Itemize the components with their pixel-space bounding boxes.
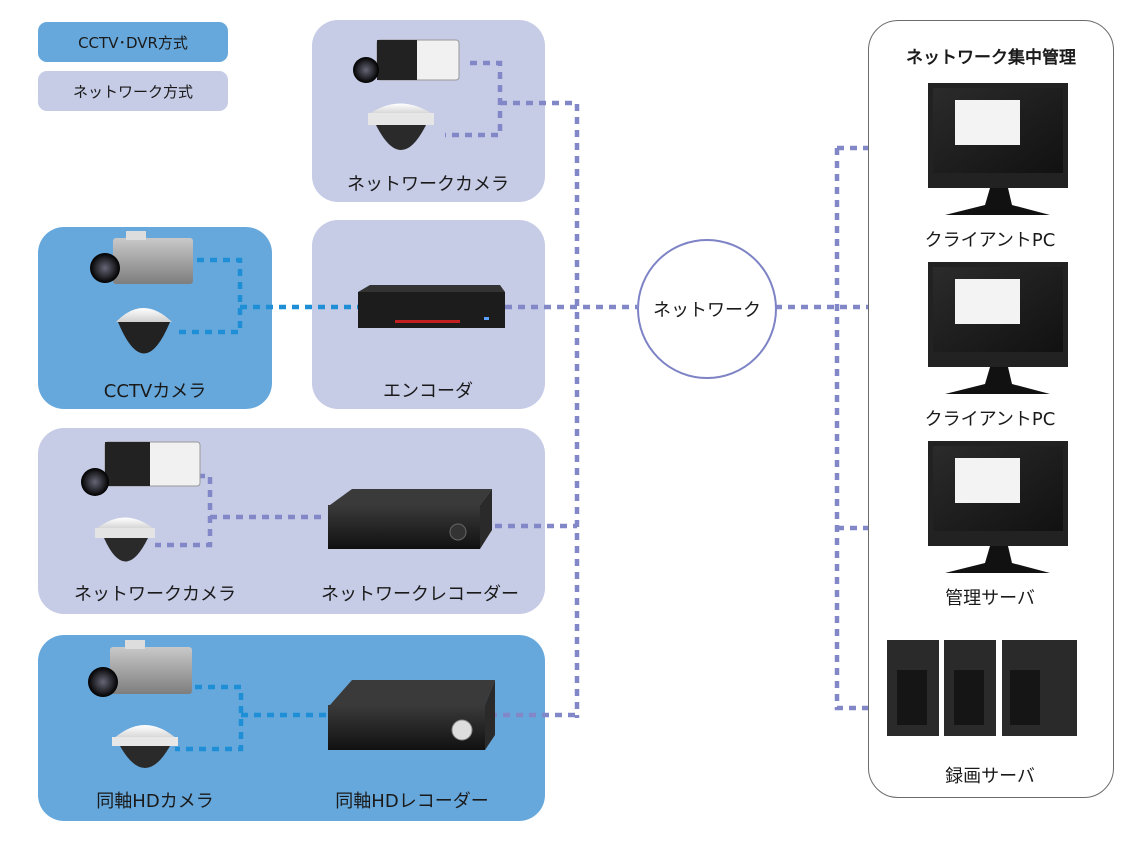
monitor-icon	[928, 262, 1068, 394]
legend-cctv-dvr: CCTV･DVR方式	[38, 22, 228, 62]
label-coax-hd-recorder: 同軸HDレコーダー	[335, 791, 489, 812]
legend-network-label: ネットワーク方式	[72, 82, 193, 101]
legend-network: ネットワーク方式	[38, 71, 228, 111]
network-dome-camera-icon	[368, 103, 434, 150]
label-recording-server: 録画サーバ	[945, 766, 1035, 787]
wire	[445, 60, 503, 138]
label-encoder: エンコーダ	[383, 381, 473, 402]
cctv-box-camera-icon	[90, 231, 193, 284]
monitor-icon	[928, 441, 1068, 573]
label-network-camera-top: ネットワークカメラ	[347, 174, 509, 195]
encoder-device-icon	[358, 285, 505, 328]
label-cctv-camera: CCTVカメラ	[103, 381, 207, 402]
wire	[834, 145, 868, 711]
wire	[175, 257, 243, 335]
label-client-pc-1: クライアントPC	[924, 230, 1056, 251]
wire	[175, 684, 244, 752]
network-box-camera-icon	[81, 441, 201, 496]
network-recorder-device-icon	[328, 489, 492, 549]
network-box-camera-icon	[353, 39, 460, 83]
label-management-server: 管理サーバ	[945, 588, 1035, 609]
label-network-recorder: ネットワークレコーダー	[321, 584, 519, 605]
cctv-dome-camera-icon	[116, 308, 172, 354]
network-dome-camera-icon	[95, 517, 155, 562]
legend-cctv-dvr-label: CCTV･DVR方式	[78, 33, 188, 52]
label-coax-hd-camera: 同軸HDカメラ	[96, 791, 214, 812]
coax-dome-camera-icon	[112, 725, 178, 768]
label-client-pc-2: クライアントPC	[924, 409, 1056, 430]
coax-box-camera-icon	[88, 640, 192, 697]
label-network-camera-mid: ネットワークカメラ	[74, 584, 236, 605]
panel-title: ネットワーク集中管理	[906, 48, 1076, 68]
network-label: ネットワーク	[653, 300, 761, 321]
coax-hd-recorder-device-icon	[328, 680, 495, 750]
network-node: ネットワーク	[637, 239, 777, 379]
monitor-icon	[928, 83, 1068, 215]
wire	[500, 100, 580, 718]
tower-server-icon	[887, 640, 1077, 736]
